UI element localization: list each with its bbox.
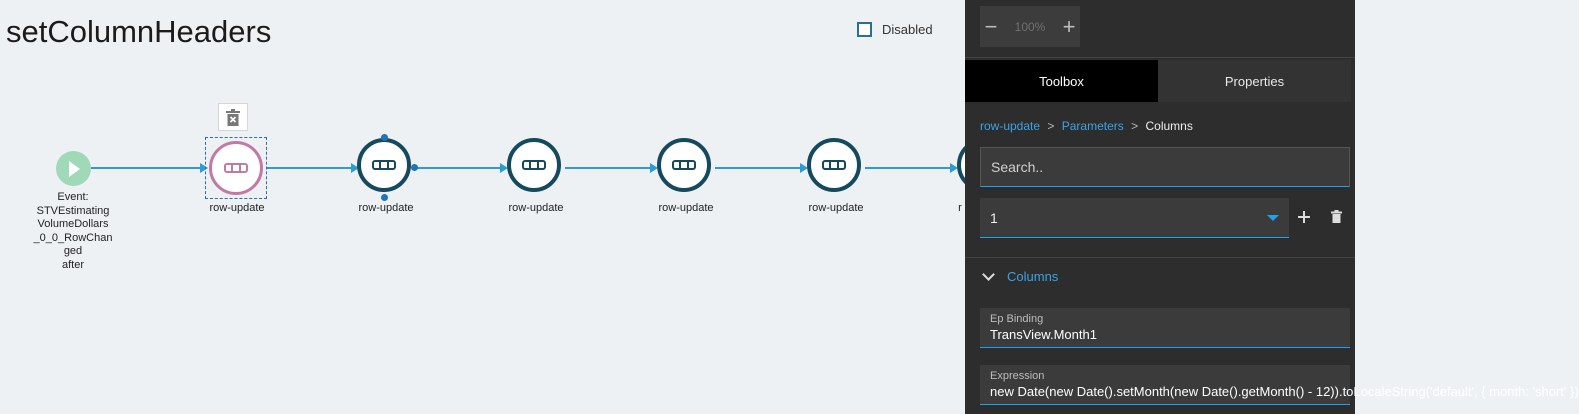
zoom-level: 100% (1014, 19, 1046, 34)
connection-handle[interactable] (411, 164, 418, 171)
section-label: Columns (1007, 269, 1059, 284)
columns-section-toggle[interactable]: Columns (980, 268, 1059, 284)
chevron-down-icon (1267, 214, 1279, 221)
start-label-line: VolumeDollars (37, 218, 109, 231)
start-label-line: STVEstimating (36, 204, 110, 217)
tab-toolbox[interactable]: Toolbox (965, 60, 1158, 102)
flow-canvas[interactable]: setColumnHeaders Disabled Event: STVEsti… (0, 0, 1011, 414)
breadcrumb-parameters[interactable]: Parameters (1061, 119, 1124, 133)
row-update-node[interactable] (507, 138, 561, 192)
action-icon (522, 160, 546, 170)
node-label: row-update (658, 202, 714, 214)
tab-properties[interactable]: Properties (1158, 60, 1351, 102)
side-panel: − 100% + Toolbox Properties row-update >… (965, 0, 1579, 414)
column-select[interactable]: 1 (980, 198, 1289, 238)
action-icon (822, 160, 846, 170)
zoom-out-button[interactable]: − (984, 13, 998, 39)
connector (715, 167, 801, 169)
breadcrumb-columns: Columns (1145, 119, 1193, 133)
disabled-label: Disabled (882, 22, 933, 37)
zoom-in-button[interactable]: + (1062, 13, 1076, 39)
connector (865, 167, 951, 169)
add-column-button[interactable] (1298, 207, 1310, 228)
field-value: TransView.Month1 (990, 327, 1097, 342)
chevron-down-icon (982, 268, 995, 281)
node-label: row-update (358, 202, 414, 214)
start-event-label: Event: STVEstimating VolumeDollars _0_0_… (28, 191, 118, 273)
connector (91, 167, 201, 169)
row-update-node[interactable] (807, 138, 861, 192)
start-event-node[interactable] (56, 151, 91, 186)
trash-icon (226, 108, 240, 126)
breadcrumb-row-update[interactable]: row-update (980, 119, 1041, 133)
connector (565, 167, 651, 169)
start-label-line: Event: (57, 191, 89, 203)
connector-arrow (500, 163, 508, 173)
node-label: r (958, 202, 962, 214)
connector-arrow (200, 163, 208, 173)
ep-binding-field[interactable]: Ep Binding TransView.Month1 (980, 308, 1350, 348)
expression-field[interactable]: Expression new Date(new Date().setMonth(… (980, 365, 1579, 405)
node-label: row-update (508, 202, 564, 214)
divider (965, 257, 1355, 258)
panel-tabs: Toolbox Properties (965, 60, 1355, 102)
breadcrumb: row-update > Parameters > Columns (980, 119, 1193, 133)
trash-icon (1331, 210, 1342, 223)
breadcrumb-separator: > (1047, 119, 1055, 133)
delete-node-button[interactable] (218, 103, 248, 131)
connector (266, 167, 352, 169)
connection-handle[interactable] (381, 134, 388, 141)
field-label: Ep Binding (990, 313, 1044, 325)
connector-arrow (650, 163, 658, 173)
page-title: setColumnHeaders (6, 14, 272, 49)
delete-column-button[interactable] (1331, 207, 1342, 228)
connector-arrow (950, 163, 958, 173)
field-value: new Date(new Date().setMonth(new Date().… (990, 384, 1579, 399)
disabled-checkbox[interactable] (857, 22, 872, 37)
row-update-node[interactable] (657, 138, 711, 192)
node-label: row-update (808, 202, 864, 214)
connector-arrow (351, 163, 359, 173)
action-icon (372, 160, 396, 170)
start-label-line: _0_0_RowChan (33, 231, 113, 244)
row-update-node[interactable] (209, 141, 263, 195)
connector (415, 167, 501, 169)
plus-icon (1298, 211, 1310, 223)
node-label: row-update (209, 202, 265, 214)
play-icon (69, 161, 80, 177)
selection-box (205, 137, 267, 199)
column-select-value: 1 (990, 209, 998, 226)
divider (965, 57, 1355, 58)
start-label-line: ged (63, 245, 83, 258)
disabled-toggle[interactable]: Disabled (857, 22, 933, 37)
zoom-control: − 100% + (980, 6, 1080, 47)
connection-handle[interactable] (381, 194, 388, 201)
connector-arrow (800, 163, 808, 173)
breadcrumb-separator: > (1131, 119, 1139, 133)
start-label-line: after (61, 258, 84, 271)
action-icon (224, 163, 248, 173)
search-input[interactable] (980, 147, 1350, 187)
action-icon (672, 160, 696, 170)
row-update-node[interactable] (357, 138, 411, 192)
field-label: Expression (990, 370, 1045, 382)
